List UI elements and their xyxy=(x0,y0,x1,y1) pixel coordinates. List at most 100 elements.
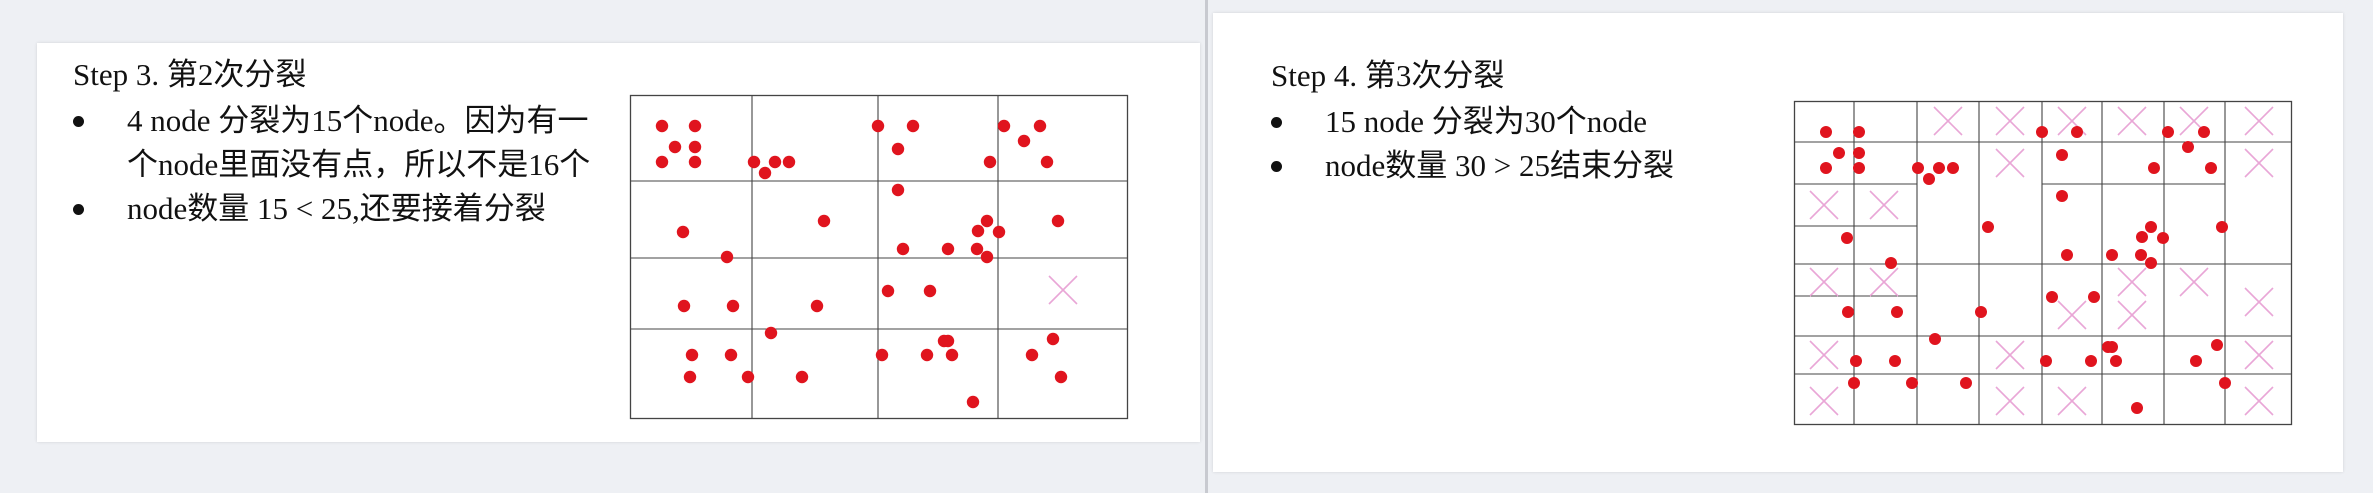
empty-node-marker xyxy=(1869,267,1899,297)
empty-node-marker xyxy=(1995,148,2025,178)
data-point xyxy=(683,370,697,384)
data-point xyxy=(2040,355,2052,367)
empty-node-marker xyxy=(1869,190,1899,220)
empty-node-stroke xyxy=(2244,106,2274,136)
data-point xyxy=(2061,249,2073,261)
empty-node-stroke xyxy=(2179,267,2209,297)
data-point xyxy=(881,284,895,298)
step-4-partition-diagram xyxy=(1793,100,2293,426)
step-4-bullet-1: 15 node 分裂为30个node xyxy=(1271,100,1751,144)
empty-node-marker xyxy=(1048,275,1078,305)
empty-node-stroke xyxy=(1995,386,2025,416)
data-point xyxy=(1833,147,1845,159)
data-point xyxy=(741,370,755,384)
step-4-heading: Step 4. 第3次分裂 xyxy=(1271,58,1505,93)
data-point xyxy=(1017,134,1031,148)
data-point xyxy=(810,299,824,313)
empty-node-marker xyxy=(2179,267,2209,297)
empty-node-marker xyxy=(1809,190,1839,220)
step-4-text: Step 4. 第3次分裂 15 node 分裂为30个node node数量 … xyxy=(1271,54,1751,188)
data-point xyxy=(2162,126,2174,138)
data-point xyxy=(980,214,994,228)
data-point xyxy=(1025,348,1039,362)
data-point xyxy=(906,119,920,133)
data-point xyxy=(2219,377,2231,389)
data-point xyxy=(1841,232,1853,244)
data-point xyxy=(2182,141,2194,153)
data-point xyxy=(923,284,937,298)
data-point xyxy=(676,225,690,239)
step-3-bullet-2: node数量 15 < 25,还要接着分裂 xyxy=(73,187,593,231)
data-point xyxy=(2088,291,2100,303)
data-point xyxy=(655,119,669,133)
data-point xyxy=(1960,377,1972,389)
data-point xyxy=(2205,162,2217,174)
data-point xyxy=(764,326,778,340)
step-3-bullet-1: 4 node 分裂为15个node。因为有一个node里面没有点，所以不是16个 xyxy=(73,99,593,187)
data-point xyxy=(1929,333,1941,345)
empty-node-marker xyxy=(1995,386,2025,416)
empty-node-stroke xyxy=(1809,267,1839,297)
step-3-heading: Step 3. 第2次分裂 xyxy=(73,57,307,92)
data-point xyxy=(2036,126,2048,138)
data-point xyxy=(2145,257,2157,269)
data-point xyxy=(1046,332,1060,346)
data-point xyxy=(1820,126,1832,138)
data-point xyxy=(677,299,691,313)
data-point xyxy=(945,348,959,362)
data-point xyxy=(1923,173,1935,185)
data-point xyxy=(1848,377,1860,389)
empty-node-marker xyxy=(2244,106,2274,136)
data-point xyxy=(980,250,994,264)
data-point xyxy=(971,224,985,238)
empty-node-stroke xyxy=(2244,386,2274,416)
data-point xyxy=(2216,221,2228,233)
empty-node-stroke xyxy=(2057,300,2087,330)
empty-node-stroke xyxy=(2244,148,2274,178)
data-point xyxy=(1820,162,1832,174)
bullet-dot xyxy=(73,116,84,127)
empty-node-stroke xyxy=(1995,148,2025,178)
empty-node-stroke xyxy=(2057,106,2087,136)
bullet-dot xyxy=(1271,161,1282,172)
slide-step-3 xyxy=(37,43,1200,442)
data-point xyxy=(758,166,772,180)
step-4-bullet-2: node数量 30 > 25结束分裂 xyxy=(1271,144,1751,188)
empty-node-stroke xyxy=(1933,106,1963,136)
data-point xyxy=(795,370,809,384)
data-point xyxy=(941,242,955,256)
grid-border xyxy=(1793,100,2293,426)
step-3-bullet-2-text: node数量 15 < 25,还要接着分裂 xyxy=(127,191,546,226)
empty-node-marker xyxy=(1933,106,1963,136)
data-point xyxy=(2211,339,2223,351)
data-point xyxy=(1054,370,1068,384)
data-point xyxy=(1842,306,1854,318)
data-point xyxy=(1850,355,1862,367)
empty-node-stroke xyxy=(1869,267,1899,297)
data-point xyxy=(1975,306,1987,318)
empty-node-marker xyxy=(2117,267,2147,297)
data-point xyxy=(2145,221,2157,233)
data-point xyxy=(1906,377,1918,389)
data-point xyxy=(685,348,699,362)
empty-node-stroke xyxy=(2117,106,2147,136)
empty-node-stroke xyxy=(1048,275,1078,305)
empty-node-marker xyxy=(1995,106,2025,136)
empty-node-stroke xyxy=(1995,340,2025,370)
data-point xyxy=(688,155,702,169)
data-point xyxy=(2071,126,2083,138)
data-point xyxy=(1947,162,1959,174)
step-4-bullet-1-text: 15 node 分裂为30个node xyxy=(1325,104,1648,139)
data-point xyxy=(1040,155,1054,169)
step-3-partition-diagram xyxy=(629,94,1129,420)
step-4-bullet-list: 15 node 分裂为30个node node数量 30 > 25结束分裂 xyxy=(1271,100,1751,188)
empty-node-marker xyxy=(2117,106,2147,136)
empty-node-marker xyxy=(1809,386,1839,416)
data-point xyxy=(768,155,782,169)
data-point xyxy=(1891,306,1903,318)
empty-node-stroke xyxy=(2057,386,2087,416)
data-point xyxy=(782,155,796,169)
data-point xyxy=(1889,355,1901,367)
data-point xyxy=(2106,341,2118,353)
data-point xyxy=(1853,162,1865,174)
